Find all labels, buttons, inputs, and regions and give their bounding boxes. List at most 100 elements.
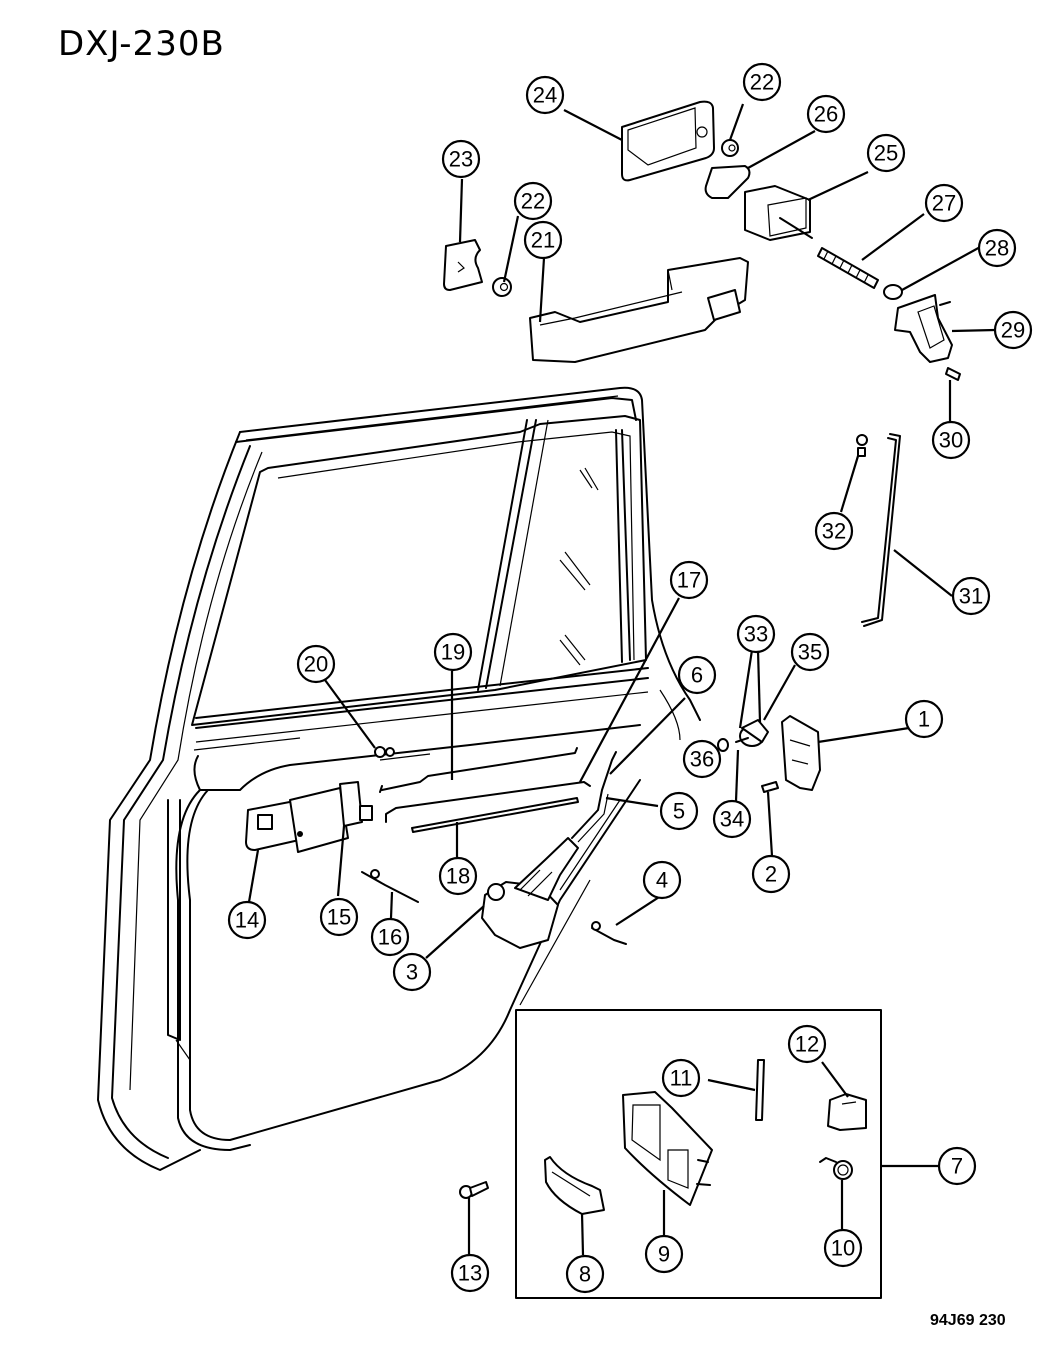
svg-text:13: 13 [458,1261,482,1286]
svg-text:26: 26 [814,102,838,127]
callout-31: 31 [951,576,991,616]
callout-22-upper: 22 [742,62,782,102]
svg-text:1: 1 [918,707,930,732]
part-5-6-link [571,751,617,843]
svg-text:34: 34 [720,807,744,832]
svg-text:36: 36 [690,747,714,772]
part-13-screw [459,1181,489,1199]
svg-text:9: 9 [658,1242,670,1267]
svg-text:31: 31 [959,584,983,609]
callout-2: 2 [751,854,791,894]
part-10-spring [819,1157,853,1180]
svg-text:30: 30 [939,428,963,453]
callout-11: 11 [661,1058,701,1098]
callout-30: 30 [931,420,971,460]
svg-text:22: 22 [521,189,545,214]
svg-text:4: 4 [656,868,668,893]
part-9-inside-handle [622,1091,713,1206]
svg-text:22: 22 [750,70,774,95]
svg-text:15: 15 [327,905,351,930]
svg-text:33: 33 [744,622,768,647]
part-25-lock-cylinder [744,185,813,241]
part-23-plate [443,239,483,291]
part-28-retainer [883,284,903,300]
callout-16: 16 [370,917,410,957]
callout-26: 26 [806,94,846,134]
part-8-escutcheon [544,1156,605,1215]
callout-35: 35 [790,632,830,672]
svg-text:8: 8 [579,1262,591,1287]
svg-text:25: 25 [874,141,898,166]
figure-code: 94J69 230 [930,1312,1006,1329]
part-22-nut-lower [492,277,512,297]
part-3-actuator [481,837,579,949]
svg-text:7: 7 [951,1154,963,1179]
callout-5: 5 [659,791,699,831]
inset-kit-box [515,1009,882,1299]
svg-text:14: 14 [235,908,259,933]
callout-28: 28 [977,228,1017,268]
callout-17: 17 [669,560,709,600]
part-29-lever [894,294,953,363]
svg-text:6: 6 [691,663,703,688]
part-33-35-bellcrank [735,719,769,747]
callout-3: 3 [392,952,432,992]
callout-8: 8 [565,1254,605,1294]
svg-text:2: 2 [765,862,777,887]
callout-24: 24 [525,75,565,115]
part-17-rod [385,781,591,823]
svg-text:3: 3 [406,960,418,985]
part-15-handle [289,781,373,853]
callout-34: 34 [712,799,752,839]
part-21-outside-handle [529,257,749,363]
part-18-rod [411,797,579,833]
callout-10: 10 [823,1228,863,1268]
part-31-rod [861,433,901,627]
svg-text:16: 16 [378,925,402,950]
callout-4: 4 [642,860,682,900]
svg-text:10: 10 [831,1236,855,1261]
part-36-washer [717,738,729,752]
part-26-gasket [704,165,751,199]
callout-13: 13 [450,1253,490,1293]
callout-14: 14 [227,900,267,940]
callout-21: 21 [523,220,563,260]
callout-7: 7 [937,1146,977,1186]
callout-15: 15 [319,897,359,937]
door-shell [97,386,701,1171]
part-12-clip [827,1093,867,1131]
svg-text:28: 28 [985,236,1009,261]
callout-23: 23 [441,139,481,179]
leader-lines [247,103,996,1256]
callout-36: 36 [682,739,722,779]
part-4-push-pin [591,921,627,945]
callout-9: 9 [644,1234,684,1274]
svg-text:32: 32 [822,519,846,544]
svg-text:24: 24 [533,83,557,108]
part-22-nut-upper [721,139,739,157]
callout-27: 27 [924,183,964,223]
callout-25: 25 [866,133,906,173]
part-1-latch [781,715,821,791]
part-30-screw [945,367,961,381]
part-24-bezel [621,100,715,182]
diagram-title: DXJ-230B [58,24,225,64]
svg-text:19: 19 [441,640,465,665]
callout-6: 6 [677,655,717,695]
part-11-pin [755,1059,765,1121]
part-27-spring [817,247,879,289]
callout-1: 1 [904,699,944,739]
svg-text:21: 21 [531,228,555,253]
part-16-pin [361,869,419,903]
callout-22-lower: 22 [513,181,553,221]
svg-text:11: 11 [670,1066,693,1091]
svg-text:35: 35 [798,640,822,665]
part-2-screw [761,781,779,793]
svg-text:23: 23 [449,147,473,172]
callout-33: 33 [736,614,776,654]
callout-29: 29 [993,310,1033,350]
callout-12: 12 [787,1024,827,1064]
svg-text:5: 5 [673,799,685,824]
svg-text:18: 18 [446,864,470,889]
